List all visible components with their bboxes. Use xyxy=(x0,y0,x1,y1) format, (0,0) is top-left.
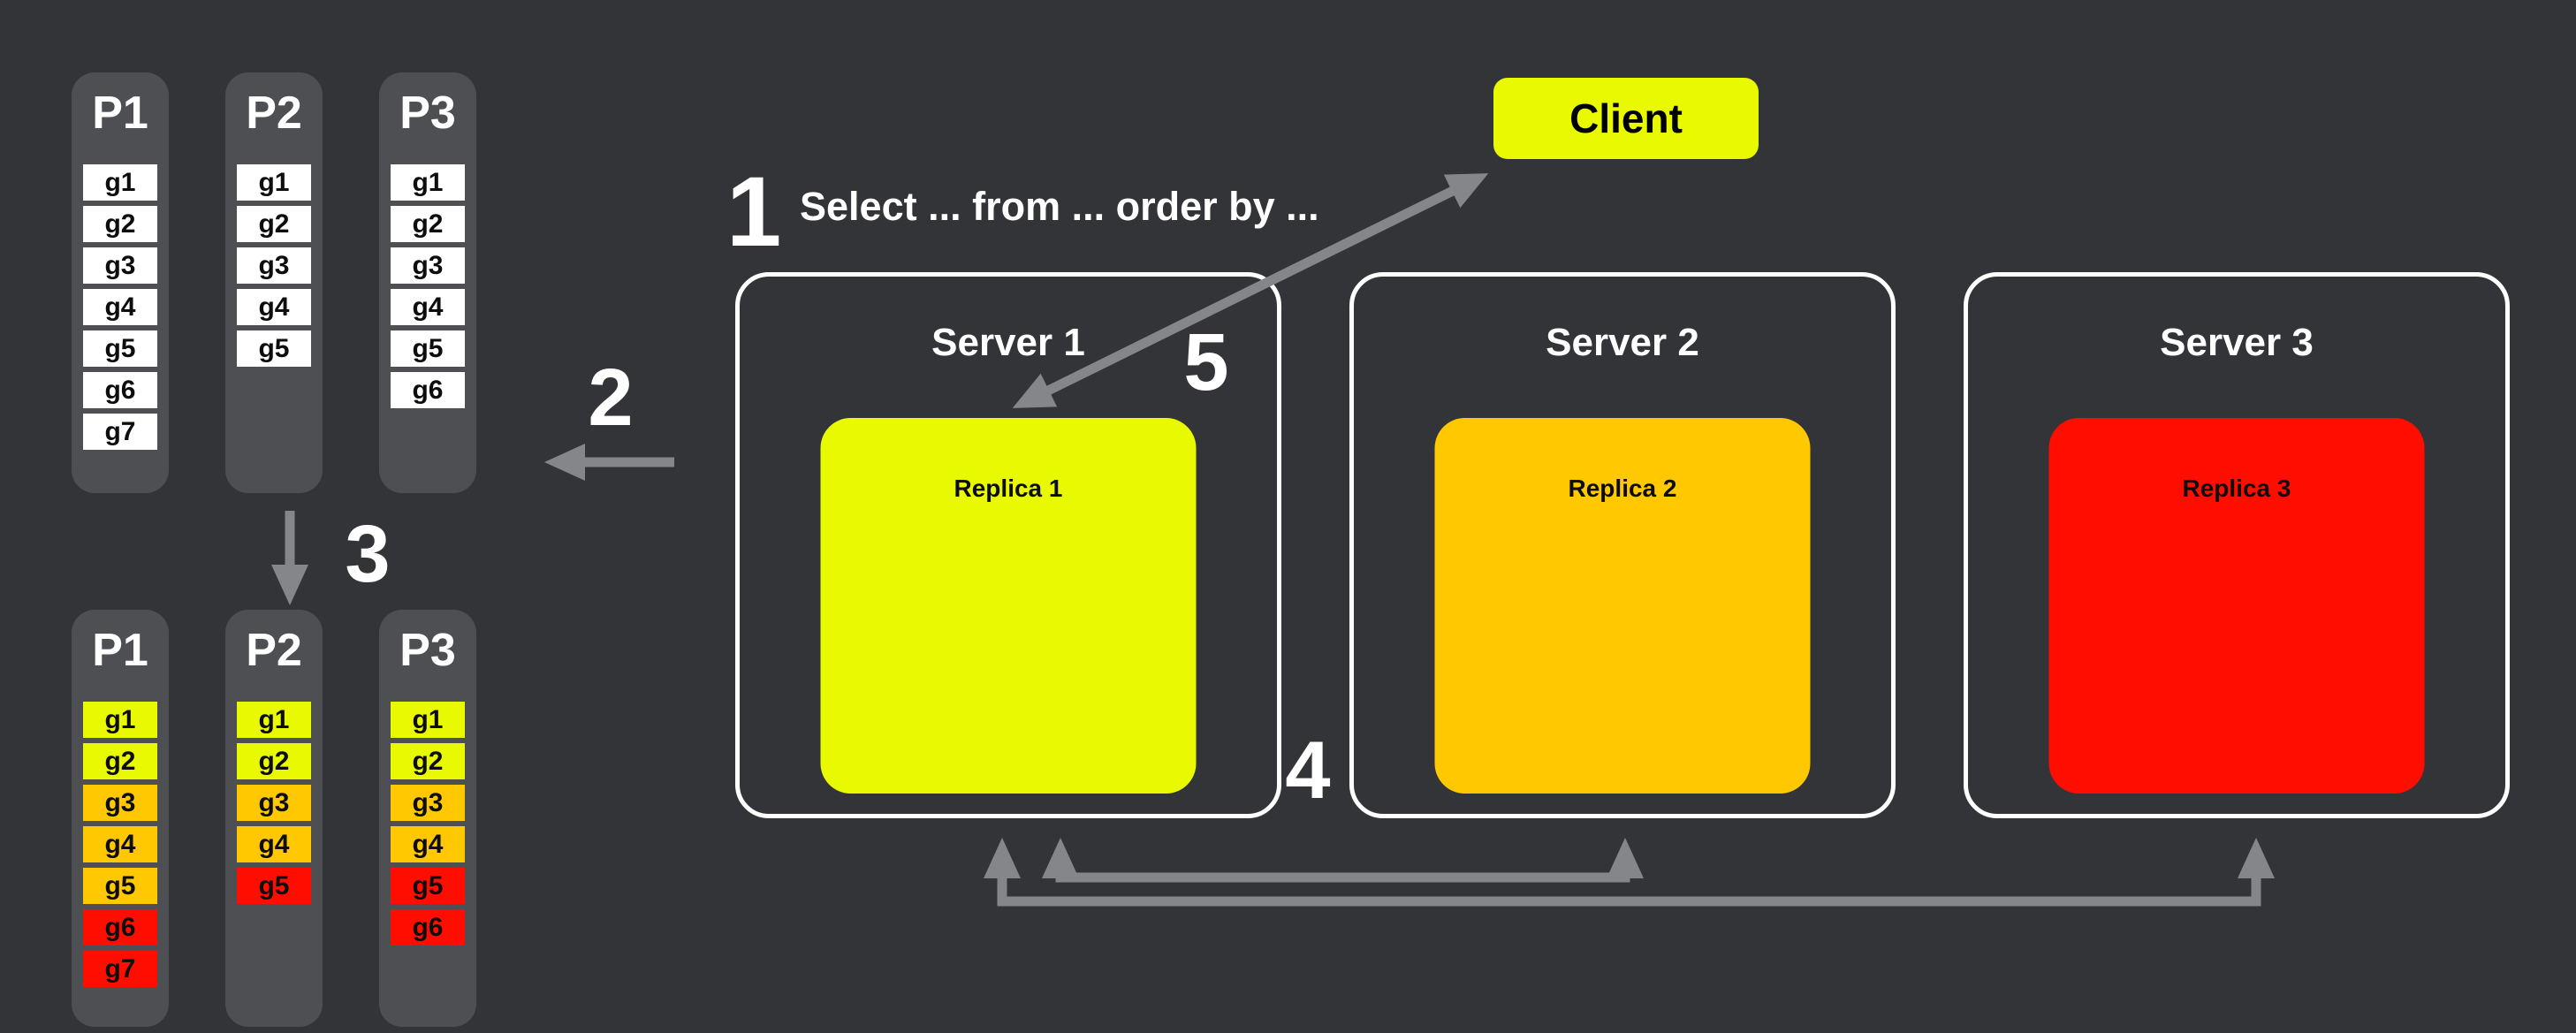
group-cell: g2 xyxy=(391,206,465,242)
partition-title: P1 xyxy=(92,87,148,139)
cell-list: g1 g2 g3 g4 g5 g6 g7 xyxy=(83,702,157,987)
group-cell: g5 xyxy=(83,330,157,367)
partition-column-bottom-p1: P1 g1 g2 g3 g4 g5 g6 g7 xyxy=(72,610,169,1027)
client-box: Client xyxy=(1493,78,1759,159)
connector-server1-server3-icon xyxy=(984,838,2275,907)
group-cell: g1 xyxy=(237,702,311,738)
group-cell: g4 xyxy=(237,289,311,325)
partition-title: P1 xyxy=(92,625,148,676)
server-1-box: Server 1 Replica 1 xyxy=(735,272,1281,818)
group-cell: g3 xyxy=(237,785,311,821)
group-cell: g4 xyxy=(83,289,157,325)
group-cell: g5 xyxy=(237,330,311,367)
group-cell: g2 xyxy=(237,743,311,779)
step-5-label: 5 xyxy=(1183,317,1229,407)
cell-list: g1 g2 g3 g4 g5 g6 xyxy=(391,164,465,408)
group-cell: g5 xyxy=(391,868,465,904)
cell-list: g1 g2 g3 g4 g5 g6 g7 xyxy=(83,164,157,450)
group-cell: g1 xyxy=(391,164,465,201)
group-cell: g3 xyxy=(391,247,465,284)
group-cell: g4 xyxy=(391,289,465,325)
partition-column-bottom-p2: P2 g1 g2 g3 g4 g5 xyxy=(225,610,323,1027)
group-cell: g2 xyxy=(237,206,311,242)
group-cell: g4 xyxy=(83,826,157,862)
group-cell: g6 xyxy=(391,372,465,408)
partition-title: P3 xyxy=(399,625,456,676)
group-cell: g1 xyxy=(83,164,157,201)
query-text: Select ... from ... order by ... xyxy=(800,184,1319,229)
step-2-label: 2 xyxy=(588,353,634,443)
group-cell: g3 xyxy=(391,785,465,821)
group-cell: g3 xyxy=(237,247,311,284)
group-cell: g1 xyxy=(237,164,311,201)
partition-column-top-p3: P3 g1 g2 g3 g4 g5 g6 xyxy=(379,72,476,493)
replica-label: Replica 3 xyxy=(2182,475,2291,502)
partition-group-bottom: P1 g1 g2 g3 g4 g5 g6 g7 P2 g1 g2 g3 g4 g5 P3 g1 g2 g3 g4 g5… xyxy=(72,610,476,1027)
step-1-label: 1 xyxy=(726,156,782,267)
step-3-label: 3 xyxy=(345,509,391,599)
group-cell: g6 xyxy=(83,372,157,408)
client-label: Client xyxy=(1569,95,1683,141)
group-cell: g3 xyxy=(83,785,157,821)
partition-title: P3 xyxy=(399,87,456,139)
partition-column-top-p1: P1 g1 g2 g3 g4 g5 g6 g7 xyxy=(72,72,169,493)
cell-list: g1 g2 g3 g4 g5 xyxy=(237,702,311,904)
partition-column-top-p2: P2 g1 g2 g3 g4 g5 xyxy=(225,72,323,493)
cell-list: g1 g2 g3 g4 g5 xyxy=(237,164,311,367)
group-cell: g1 xyxy=(83,702,157,738)
group-cell: g1 xyxy=(391,702,465,738)
group-cell: g5 xyxy=(83,868,157,904)
partition-group-top: P1 g1 g2 g3 g4 g5 g6 g7 P2 g1 g2 g3 g4 g5 P3 g1 g2 g3 g4 g5… xyxy=(72,72,476,493)
step-4-label: 4 xyxy=(1285,725,1331,816)
group-cell: g2 xyxy=(83,743,157,779)
replica-box: Replica 3 xyxy=(2048,418,2425,794)
replica-box: Replica 2 xyxy=(1434,418,1811,794)
group-cell: g3 xyxy=(83,247,157,284)
group-cell: g4 xyxy=(391,826,465,862)
connector-server1-server2-icon xyxy=(1042,838,1644,883)
server-2-box: Server 2 Replica 2 xyxy=(1349,272,1896,818)
cell-list: g1 g2 g3 g4 g5 g6 xyxy=(391,702,465,946)
group-cell: g7 xyxy=(83,951,157,987)
group-cell: g7 xyxy=(83,414,157,450)
group-cell: g4 xyxy=(237,826,311,862)
partition-column-bottom-p3: P3 g1 g2 g3 g4 g5 g6 xyxy=(379,610,476,1027)
replica-label: Replica 2 xyxy=(1568,475,1677,502)
group-cell: g2 xyxy=(83,206,157,242)
group-cell: g5 xyxy=(237,868,311,904)
server-title: Server 3 xyxy=(2160,321,2314,364)
group-cell: g6 xyxy=(391,909,465,946)
server-3-box: Server 3 Replica 3 xyxy=(1964,272,2510,818)
replica-label: Replica 1 xyxy=(954,475,1063,502)
group-cell: g5 xyxy=(391,330,465,367)
group-cell: g6 xyxy=(83,909,157,946)
partition-title: P2 xyxy=(246,625,302,676)
replica-box: Replica 1 xyxy=(820,418,1197,794)
group-cell: g2 xyxy=(391,743,465,779)
server-title: Server 2 xyxy=(1546,321,1699,364)
partition-title: P2 xyxy=(246,87,302,139)
